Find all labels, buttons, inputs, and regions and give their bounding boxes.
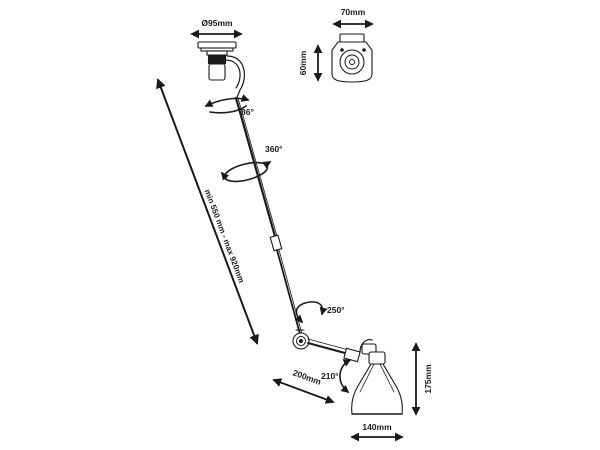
- mounting-plate-detail: [331, 33, 373, 83]
- lamp-shade: [351, 339, 403, 415]
- ceiling-canopy: [197, 41, 246, 101]
- shade-diameter-dimension: 140mm: [350, 422, 404, 442]
- shade-diameter-label: 140mm: [362, 422, 392, 432]
- elbow-rotation-label: 250°: [327, 305, 345, 315]
- plate-width-dimension: 70mm: [332, 7, 374, 29]
- shade-pivot-rotation: 210°: [321, 359, 352, 394]
- base-diameter-label: Ø95mm: [201, 18, 233, 28]
- total-length-label: min 550 mm - max 920mm: [203, 188, 246, 284]
- base-diameter-dimension: Ø95mm: [190, 18, 243, 39]
- lamp-arm: [234, 96, 303, 335]
- shade-height-dimension: 175mm: [411, 342, 433, 416]
- base-tilt-rotation: 86°: [204, 94, 254, 117]
- plate-width-label: 70mm: [341, 7, 366, 17]
- shade-height-label: 175mm: [423, 364, 433, 394]
- base-tilt-label: 86°: [241, 107, 254, 117]
- shade-pivot-label: 210°: [321, 371, 339, 381]
- elbow-rotation: 250°: [294, 301, 345, 324]
- plate-height-dimension: 60mm: [298, 44, 323, 82]
- arm-span-label: 200mm: [292, 367, 323, 387]
- plate-height-label: 60mm: [298, 50, 308, 75]
- arm-spin-label: 360°: [265, 144, 283, 154]
- elbow-joint: [292, 329, 361, 363]
